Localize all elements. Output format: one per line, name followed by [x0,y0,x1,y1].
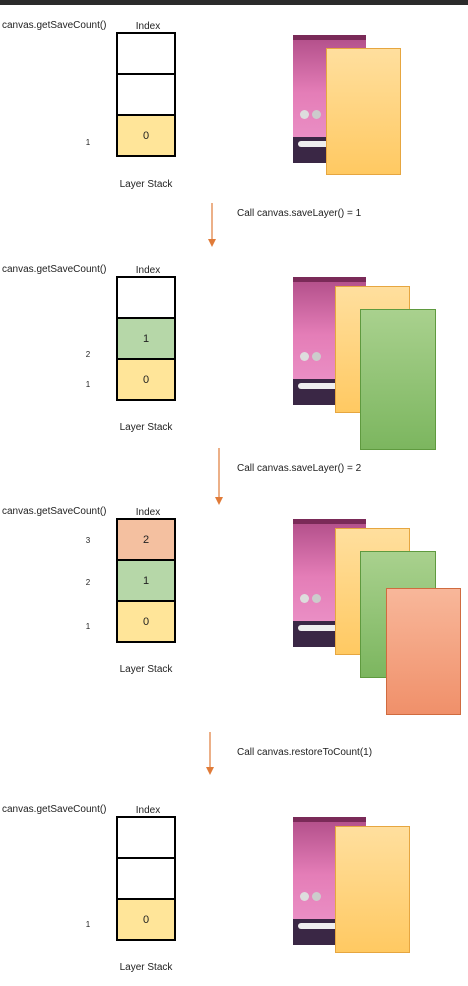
stack-cell [116,276,176,319]
save-count-number: 1 [85,380,91,389]
transition-label: Call canvas.saveLayer() = 2 [237,463,362,474]
layer-rect-0 [326,48,401,175]
stack-cell: 2 [116,518,176,561]
layer-index: 0 [142,615,150,628]
save-count-number: 3 [85,536,91,545]
layer-rect-0 [335,826,410,953]
stack-cell [116,73,176,116]
index-label: Index [135,21,161,32]
panel-3: canvas.getSaveCount() Index 2 1 0 3 2 1 … [0,506,468,721]
layer-index: 2 [142,533,150,546]
save-count-number: 2 [85,578,91,587]
down-arrow [206,732,214,775]
panel-4: canvas.getSaveCount() Index 0 1 Layer St… [0,804,468,974]
stack-cell [116,857,176,900]
stack-cell [116,32,176,75]
stack-cell: 0 [116,600,176,643]
save-count-label: canvas.getSaveCount() [2,20,107,31]
index-label: Index [135,507,161,518]
stack-cell: 0 [116,114,176,157]
save-count-label: canvas.getSaveCount() [2,506,107,517]
stack-cell: 1 [116,559,176,602]
index-label: Index [135,805,161,816]
layer-rect-1 [360,309,436,450]
index-label: Index [135,265,161,276]
layer-stack: 0 [116,816,176,941]
save-count-label: canvas.getSaveCount() [2,264,107,275]
down-arrow [208,203,216,247]
layer-index: 1 [142,574,150,587]
layer-stack: 1 0 [116,276,176,401]
panel-2: canvas.getSaveCount() Index 1 0 2 1 Laye… [0,264,468,450]
layer-rect-2 [386,588,461,715]
panel-1: canvas.getSaveCount() Index 0 1 Layer St… [0,20,468,190]
save-count-number: 1 [85,138,91,147]
layer-index: 1 [142,332,150,345]
stack-cell [116,816,176,859]
transition-label: Call canvas.saveLayer() = 1 [237,208,362,219]
layer-index: 0 [142,373,150,386]
stack-cell: 0 [116,358,176,401]
save-count-number: 1 [85,622,91,631]
stack-cell: 0 [116,898,176,941]
layer-stack: 2 1 0 [116,518,176,643]
layer-stack-caption: Layer Stack [119,664,173,675]
save-count-number: 2 [85,350,91,359]
top-bar [0,0,468,5]
layer-index: 0 [142,129,150,142]
save-count-number: 1 [85,920,91,929]
transition-label: Call canvas.restoreToCount(1) [237,747,373,758]
stack-cell: 1 [116,317,176,360]
layer-stack-caption: Layer Stack [119,962,173,973]
layer-index: 0 [142,913,150,926]
down-arrow [215,448,223,505]
layer-stack-caption: Layer Stack [119,422,173,433]
layer-stack: 0 [116,32,176,157]
layer-stack-caption: Layer Stack [119,179,173,190]
save-count-label: canvas.getSaveCount() [2,804,107,815]
